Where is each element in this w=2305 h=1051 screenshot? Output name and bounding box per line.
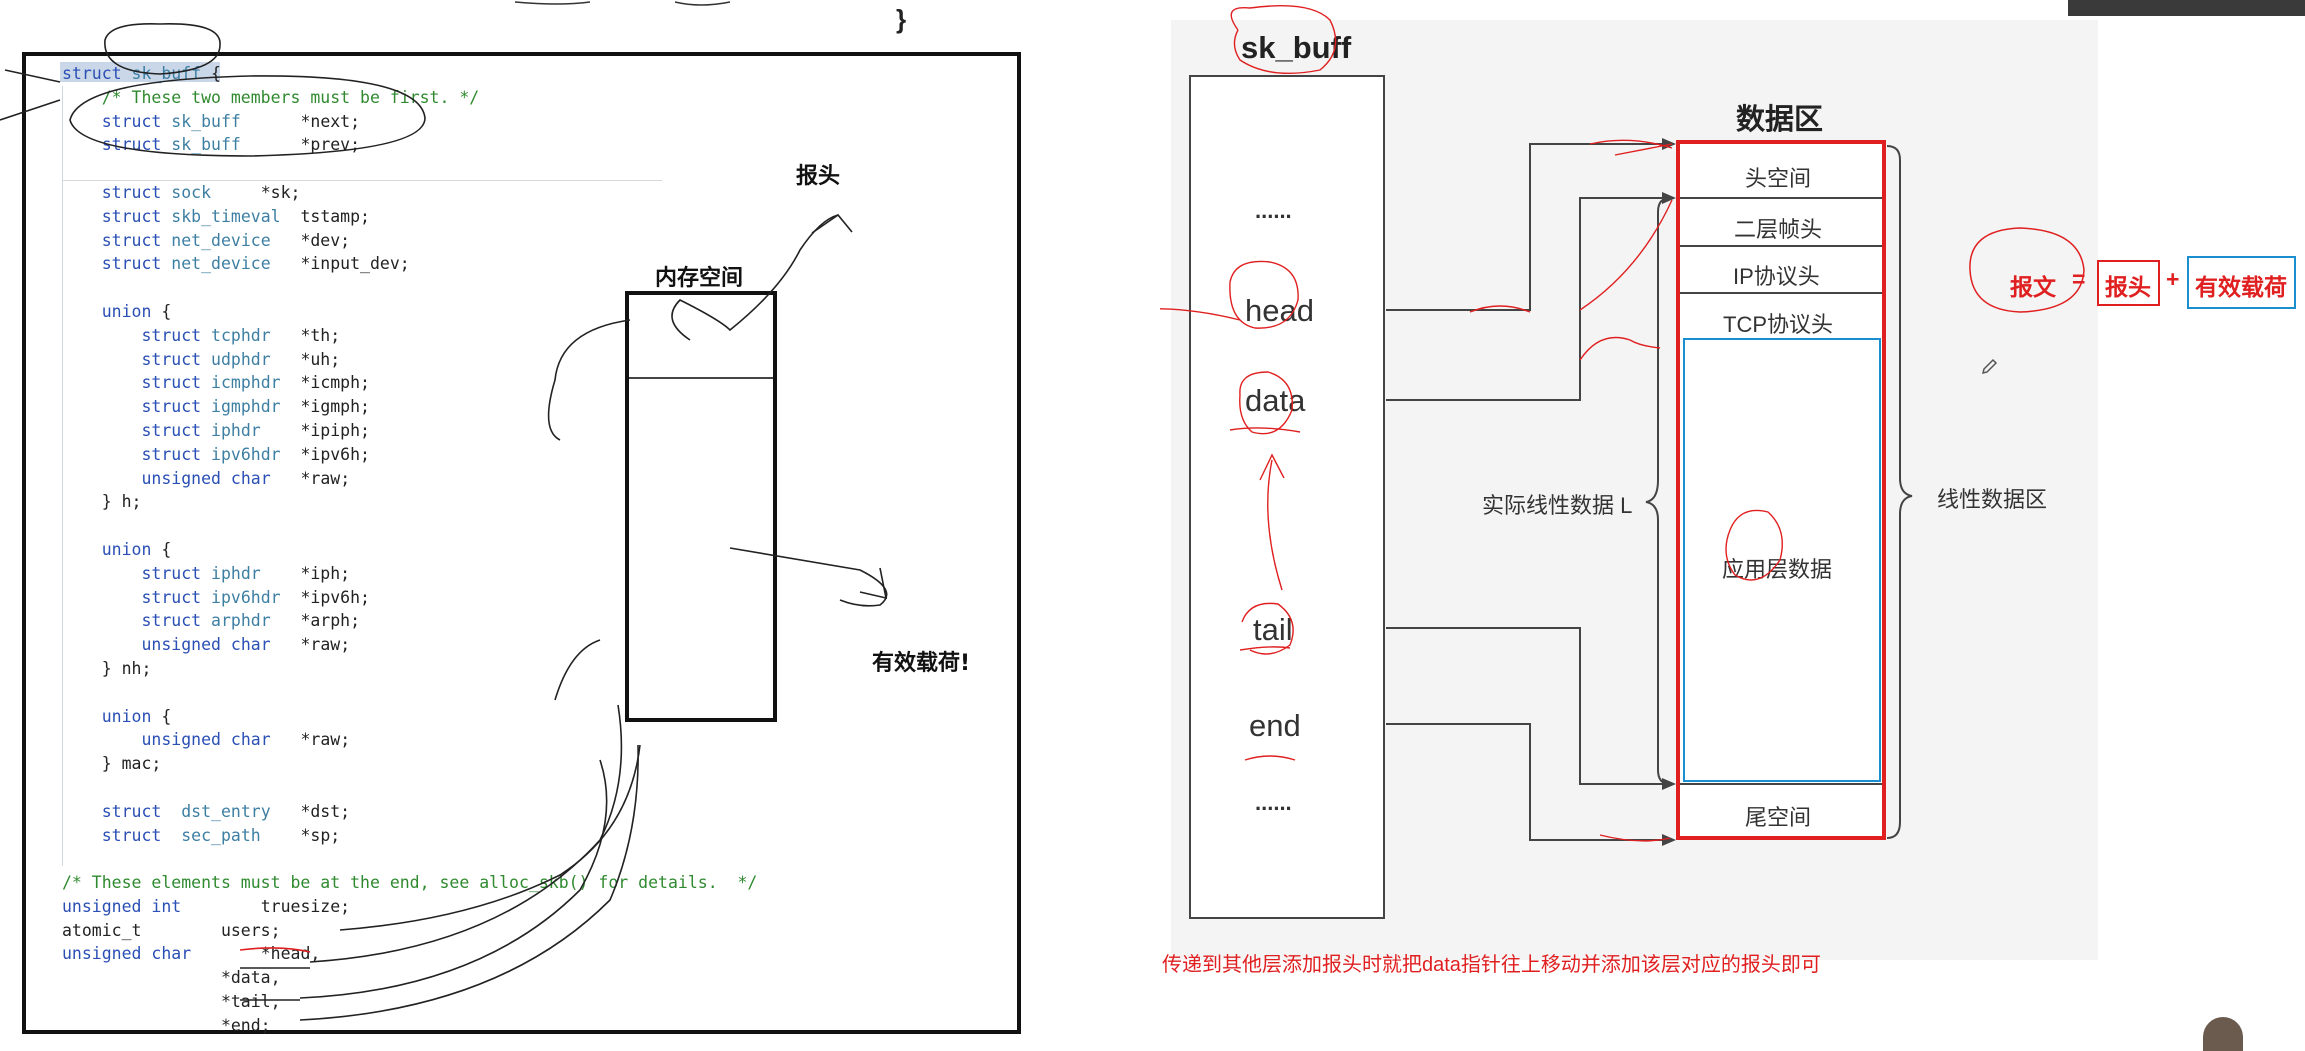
code-line: atomic_t users;	[62, 920, 281, 940]
field-tail: tail	[1253, 612, 1293, 647]
code-line: unsigned int truesize;	[62, 896, 351, 916]
arrow-to-header	[671, 214, 839, 341]
code-line: union {	[101, 539, 172, 559]
code-line: struct ipv6hdr *ipv6h;	[141, 587, 370, 607]
code-line: *tail,	[62, 992, 281, 1012]
top-brace: }	[896, 4, 907, 34]
left-brace	[1645, 197, 1671, 785]
code-line: unsigned char *raw;	[141, 468, 351, 488]
segment-divider	[1680, 783, 1882, 785]
line-end	[299, 744, 639, 1021]
code-line: struct igmphdr *igmph;	[141, 397, 370, 417]
code-line: struct arphdr *arph;	[141, 611, 361, 631]
code-line: union {	[101, 301, 172, 321]
field-dots-top: ......	[1255, 198, 1292, 223]
equation-circle	[1969, 227, 2085, 313]
memory-box	[625, 291, 777, 722]
segment-ip-header: IP协议头	[1733, 264, 1820, 289]
code-line: struct sk_buff *next;	[101, 111, 361, 131]
code-line: *end;	[62, 1015, 271, 1035]
field-data: data	[1245, 383, 1306, 418]
segment-divider	[1680, 292, 1882, 294]
code-line: *data,	[62, 968, 281, 988]
equation-plus: +	[2166, 266, 2180, 292]
pencil-icon[interactable]	[1980, 358, 1998, 376]
code-line: unsigned char *head,	[62, 944, 321, 964]
field-dots-bottom: ......	[1255, 790, 1292, 815]
code-listing: struct sk_buff { /* These two members mu…	[62, 62, 757, 1038]
segment-tail-room: 尾空间	[1745, 805, 1812, 830]
code-line: struct tcphdr *th;	[141, 325, 341, 345]
avatar-fragment-top	[2068, 0, 2305, 16]
segment-divider	[1680, 197, 1882, 199]
code-indent-guide	[62, 86, 63, 866]
memory-label: 内存空间	[655, 266, 744, 291]
head-pointer	[1386, 143, 1672, 311]
code-line: struct sec_path *sp;	[101, 825, 341, 845]
equation-lhs: 报文	[2010, 274, 2056, 300]
code-line: union {	[101, 706, 172, 726]
handwritten-annotations	[0, 23, 888, 1021]
arrow-to-payload	[729, 547, 888, 607]
right-brace	[1886, 145, 1913, 839]
avatar	[2203, 1017, 2243, 1051]
code-line: unsigned char *raw;	[141, 635, 351, 655]
segment-l2-header: 二层帧头	[1734, 217, 1823, 242]
top-scribbles	[514, 1, 731, 6]
footnote: 传递到其他层添加报头时就把data指针往上移动并添加该层对应的报头即可	[1162, 954, 1821, 976]
data-region-box	[1676, 140, 1886, 840]
code-line: struct net_device *dev;	[101, 230, 351, 250]
code-line: struct iphdr *ipiph;	[141, 420, 370, 440]
segment-tcp-header: TCP协议头	[1723, 312, 1834, 337]
code-line: struct ipv6hdr *ipv6h;	[141, 444, 370, 464]
code-line: } nh;	[62, 658, 152, 678]
line-data	[309, 704, 623, 963]
code-line: struct net_device *input_dev;	[101, 254, 410, 274]
segment-head-room: 头空间	[1745, 166, 1812, 191]
equation-term1: 报头	[2105, 274, 2151, 300]
diagram-title: sk_buff	[1241, 30, 1352, 65]
circle-sk-buff	[104, 23, 221, 75]
right-brace-label: 线性数据区	[1937, 487, 2048, 512]
code-line: struct dst_entry *dst;	[101, 801, 351, 821]
code-line: unsigned char *raw;	[141, 730, 351, 750]
header-label: 报头	[796, 164, 841, 189]
code-panel: struct sk_buff { /* These two members mu…	[22, 52, 1021, 1035]
diagram-lines	[1160, 5, 1913, 846]
code-line: } mac;	[62, 754, 162, 774]
memory-box-divider	[629, 377, 773, 379]
code-line: struct iphdr *iph;	[141, 563, 351, 583]
ellipse-next-prev	[69, 75, 426, 157]
tail-pointer	[1386, 627, 1672, 785]
code-separator	[62, 180, 662, 181]
line-head	[339, 744, 641, 931]
field-head: head	[1245, 293, 1314, 328]
data-pointer	[1386, 197, 1672, 401]
equation-term1-box	[2097, 260, 2160, 306]
equation-term2-box	[2187, 256, 2296, 309]
region-title: 数据区	[1736, 104, 1824, 136]
end-pointer	[1386, 723, 1672, 841]
code-line: struct sock *sk;	[101, 182, 301, 202]
payload-label: 有效载荷!	[872, 651, 971, 676]
sk-buff-box	[1189, 75, 1385, 919]
code-line: struct skb_timeval tstamp;	[101, 206, 370, 226]
left-brace-label: 实际线性数据 L	[1482, 493, 1633, 518]
segment-divider	[1680, 245, 1882, 247]
code-line: struct icmphdr *icmph;	[141, 373, 370, 393]
line-tail	[299, 759, 608, 999]
equation-eq: =	[2072, 266, 2086, 292]
code-line: struct udphdr *uh;	[141, 349, 341, 369]
equation-term2: 有效载荷	[2195, 274, 2287, 300]
code-line: /* These two members must be first. */	[62, 87, 480, 107]
code-line: /* These elements must be at the end, se…	[62, 873, 758, 893]
field-end: end	[1249, 708, 1301, 743]
code-line: struct sk_buff *prev;	[101, 135, 361, 155]
app-data-box	[1683, 338, 1881, 782]
code-line: } h;	[62, 492, 142, 512]
